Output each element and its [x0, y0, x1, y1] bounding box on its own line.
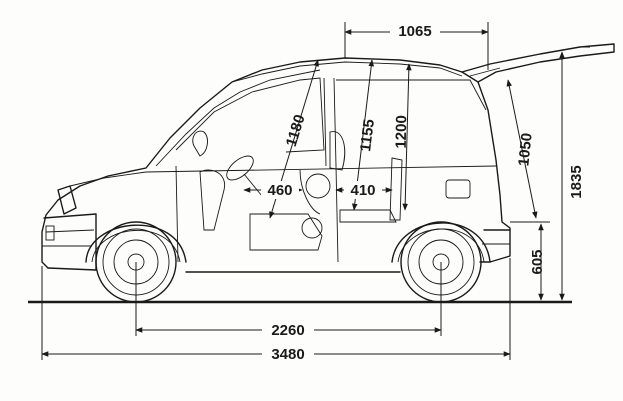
label-roof-length: 1065	[398, 23, 431, 40]
label-front-headroom: 1155	[357, 118, 378, 152]
label-ground-to-hatch: 605	[529, 249, 546, 274]
label-front-legroom: 460	[267, 182, 292, 199]
label-overall-height: 1835	[568, 165, 585, 198]
label-windshield-height: 1180	[283, 113, 309, 149]
extension-lines	[41, 22, 590, 360]
label-rear-legroom: 410	[350, 182, 375, 199]
label-overall-length: 3480	[271, 346, 304, 363]
label-wheelbase: 2260	[271, 322, 304, 339]
dimension-lines	[41, 29, 565, 357]
label-rear-headroom: 1200	[393, 115, 411, 149]
label-tailgate-height: 1050	[515, 132, 535, 167]
